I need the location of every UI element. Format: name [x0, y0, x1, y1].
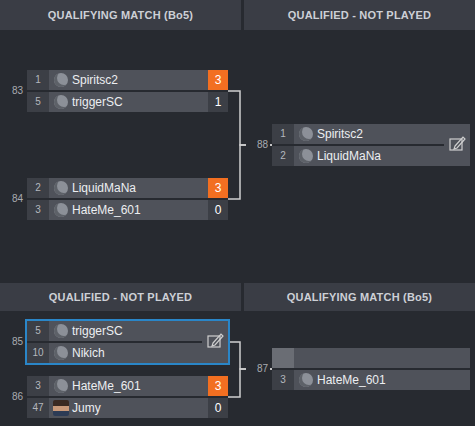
match-box: 855triggerSC10Nikich — [27, 321, 228, 363]
team-name: Jumy — [72, 398, 101, 418]
team-name: triggerSC — [72, 321, 123, 341]
team-score: 1 — [208, 92, 228, 112]
edit-cell — [444, 124, 470, 166]
race-icon — [54, 181, 68, 195]
team-score: 3 — [208, 178, 228, 198]
team-row: 47 Jumy 0 — [27, 398, 228, 418]
team-name: LiquidMaNa — [72, 178, 136, 198]
team-name: LiquidMaNa — [317, 146, 381, 166]
match-number: 83 — [1, 84, 25, 98]
team-row: 2 LiquidMaNa — [272, 146, 444, 166]
header-bar — [0, 0, 241, 30]
match-box: 881Spiritsc22LiquidMaNa — [272, 124, 470, 166]
seed-number: 1 — [272, 124, 294, 144]
match-number: 88 — [246, 138, 270, 152]
seed-number: 3 — [27, 376, 49, 396]
seed-number: 5 — [27, 92, 49, 112]
header-bar — [0, 283, 241, 311]
match-number: 84 — [1, 192, 25, 206]
empty-seed-cell — [272, 348, 294, 368]
team-name: HateMe_601 — [72, 376, 141, 396]
header-bar — [244, 283, 475, 311]
seed-number: 1 — [27, 70, 49, 90]
race-icon — [299, 149, 313, 163]
team-name: Spiritsc2 — [317, 124, 363, 144]
team-row: 10 Nikich — [27, 343, 202, 363]
match-number: 86 — [1, 390, 25, 404]
team-row: 3 HateMe_601 0 — [27, 200, 228, 220]
team-name: HateMe_601 — [317, 370, 386, 390]
seed-number: 2 — [272, 146, 294, 166]
seed-number: 3 — [27, 200, 49, 220]
edit-icon — [450, 137, 465, 150]
match-box: 863HateMe_601347Jumy0 — [27, 376, 228, 418]
team-row: 5 triggerSC — [27, 321, 202, 341]
race-icon — [299, 127, 313, 141]
race-icon — [54, 324, 68, 338]
team-row: 3 HateMe_601 — [272, 370, 470, 390]
column-header: QUALIFIED - NOT PLAYED — [244, 0, 475, 30]
team-row: 1 Spiritsc2 — [272, 124, 444, 144]
match-number: 87 — [246, 362, 270, 376]
seed-number: 2 — [27, 178, 49, 198]
race-icon — [54, 203, 68, 217]
seed-number: 3 — [272, 370, 294, 390]
column-header: QUALIFYING MATCH (Bo5) — [0, 0, 241, 30]
match-number: 85 — [1, 335, 25, 349]
edit-cell — [202, 321, 228, 363]
team-name: HateMe_601 — [72, 200, 141, 220]
team-name: Nikich — [72, 343, 105, 363]
team-score: 0 — [208, 398, 228, 418]
race-icon — [299, 373, 313, 387]
race-icon — [54, 73, 68, 87]
seed-number: 5 — [27, 321, 49, 341]
team-name: triggerSC — [72, 92, 123, 112]
race-icon — [54, 346, 68, 360]
seed-number: 10 — [27, 343, 49, 363]
team-row: 5 triggerSC 1 — [27, 92, 228, 112]
team-score: 3 — [208, 376, 228, 396]
column-header: QUALIFIED - NOT PLAYED — [0, 283, 241, 311]
empty-slot — [294, 348, 470, 368]
match-box: 842LiquidMaNa33HateMe_6010 — [27, 178, 228, 220]
bracket-line — [228, 91, 272, 145]
edit-icon — [208, 334, 223, 347]
team-name: Spiritsc2 — [72, 70, 118, 90]
team-score: 3 — [208, 70, 228, 90]
column-header: QUALIFYING MATCH (Bo5) — [244, 283, 475, 311]
team-score: 0 — [208, 200, 228, 220]
bracket-line — [228, 145, 272, 199]
team-row: 3 HateMe_601 3 — [27, 376, 228, 396]
team-row: 2 LiquidMaNa 3 — [27, 178, 228, 198]
race-icon — [54, 379, 68, 393]
match-box: 831Spiritsc235triggerSC1 — [27, 70, 228, 112]
player-avatar — [53, 400, 69, 416]
team-row: 1 Spiritsc2 3 — [27, 70, 228, 90]
header-bar — [244, 0, 475, 30]
race-icon — [54, 95, 68, 109]
match-box: 873HateMe_601 — [272, 348, 470, 390]
seed-number: 47 — [27, 398, 49, 418]
